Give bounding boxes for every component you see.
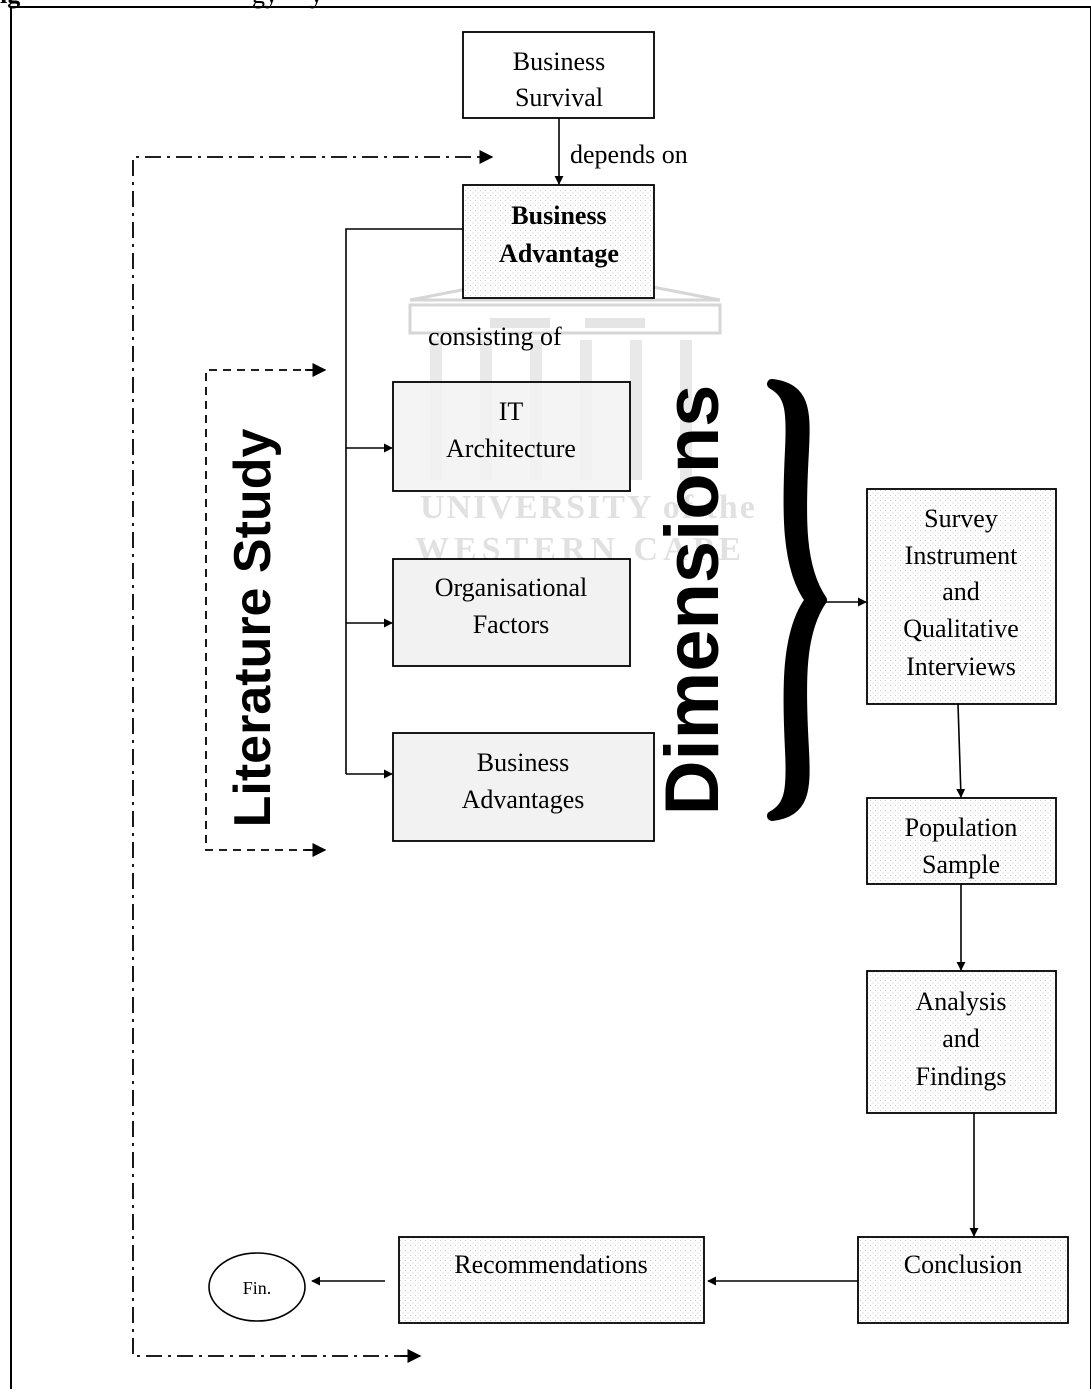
box-it-architecture-line2: Architecture	[446, 434, 576, 463]
box-organisational-factors-line1: Organisational	[435, 573, 588, 602]
box-survey-line3: and	[942, 577, 980, 606]
box-analysis-line2: and	[942, 1024, 980, 1053]
box-recommendations: Recommendations	[398, 1236, 705, 1324]
box-recommendations-label: Recommendations	[454, 1250, 648, 1279]
dimensions-label: Dimensions	[650, 385, 735, 816]
box-analysis-line1: Analysis	[916, 987, 1007, 1016]
box-survey-line4: Qualitative	[903, 614, 1019, 643]
box-population-line2: Sample	[922, 850, 1000, 879]
box-business-survival-line1: Business	[513, 47, 605, 76]
box-organisational-factors: Organisational Factors	[392, 558, 631, 667]
dimensions-brace	[767, 379, 827, 821]
box-analysis-line3: Findings	[915, 1062, 1006, 1091]
consisting-of-label: consisting of	[428, 322, 562, 351]
box-analysis-findings: Analysis and Findings	[866, 970, 1057, 1114]
box-population-line1: Population	[905, 813, 1018, 842]
fin-label: Fin.	[243, 1278, 272, 1298]
watermark-line1: UNIVERSITY of the	[420, 489, 757, 526]
box-business-survival-line2: Survival	[515, 83, 603, 112]
box-conclusion: Conclusion	[857, 1236, 1069, 1324]
box-survey-instrument: Survey Instrument and Qualitative Interv…	[866, 488, 1057, 705]
box-population-sample: Population Sample	[866, 797, 1057, 885]
box-business-advantage-line2: Advantage	[499, 239, 619, 268]
box-it-architecture: IT Architecture	[392, 381, 631, 492]
box-it-architecture-line1: IT	[499, 397, 524, 426]
literature-study-label: Literature Study	[224, 429, 282, 828]
header-fragment-text-3: y	[310, 0, 323, 9]
box-business-advantages-line2: Advantages	[462, 785, 585, 814]
box-business-survival: Business Survival	[462, 31, 655, 119]
box-business-advantages-line1: Business	[477, 748, 569, 777]
box-survey-line5: Interviews	[906, 652, 1016, 681]
box-business-advantage: Business Advantage	[462, 184, 655, 299]
header-fragment-text-2: gy	[252, 0, 278, 9]
connectors	[311, 118, 979, 1286]
box-conclusion-label: Conclusion	[904, 1250, 1022, 1279]
header-fragment: ig gy y	[0, 0, 323, 9]
box-business-advantages: Business Advantages	[392, 732, 655, 842]
box-business-advantage-line1: Business	[511, 201, 606, 230]
depends-on-label: depends on	[570, 140, 688, 169]
box-survey-line1: Survey	[924, 504, 998, 533]
node-fin: Fin.	[208, 1252, 306, 1322]
feedback-loop	[132, 156, 490, 1357]
header-fragment-text: ig	[0, 0, 20, 9]
box-survey-line2: Instrument	[905, 541, 1018, 570]
box-organisational-factors-line2: Factors	[473, 610, 550, 639]
